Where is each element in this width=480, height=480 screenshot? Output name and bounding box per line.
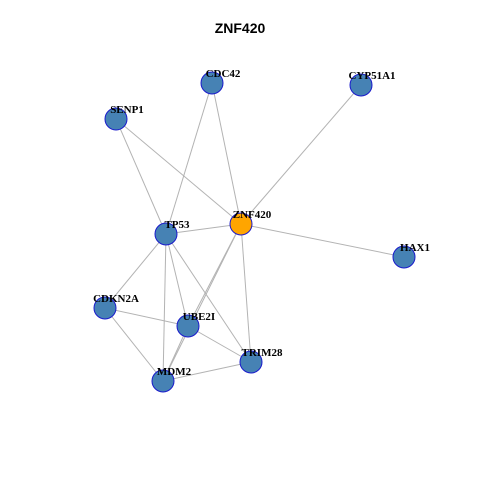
node-label-cdc42: CDC42 xyxy=(206,68,241,80)
edge-znf420-trim28 xyxy=(240,223,252,363)
node-label-mdm2: MDM2 xyxy=(157,366,192,378)
node-mdm2 xyxy=(151,369,175,393)
edge-senp1-tp53 xyxy=(115,118,167,235)
node-cdkn2a xyxy=(93,296,117,320)
node-label-ube2i: UBE2I xyxy=(183,311,215,323)
node-label-hax1: HAX1 xyxy=(400,242,430,254)
edge-cdkn2a-ube2i xyxy=(104,307,189,327)
edge-tp53-ube2i xyxy=(165,233,189,327)
edge-ube2i-trim28 xyxy=(187,325,252,363)
node-znf420 xyxy=(229,212,253,236)
node-label-tp53: TP53 xyxy=(164,219,190,231)
node-ube2i xyxy=(176,314,200,338)
node-senp1 xyxy=(104,107,128,131)
node-cyp51a1 xyxy=(349,73,373,97)
edge-cdc42-tp53 xyxy=(165,82,213,235)
edge-cdkn2a-mdm2 xyxy=(104,307,164,382)
edge-layer xyxy=(104,82,405,382)
node-label-senp1: SENP1 xyxy=(110,104,144,116)
figure-title: ZNF420 xyxy=(214,20,266,36)
node-cdc42 xyxy=(200,71,224,95)
edge-tp53-trim28 xyxy=(165,233,252,363)
edge-senp1-znf420 xyxy=(115,118,242,225)
node-tp53 xyxy=(154,222,178,246)
node-label-cdkn2a: CDKN2A xyxy=(93,293,139,305)
node-layer xyxy=(93,71,416,393)
edge-tp53-cdkn2a xyxy=(104,233,167,309)
edge-znf420-mdm2 xyxy=(162,223,242,382)
edge-znf420-hax1 xyxy=(240,223,405,258)
edge-cyp51a1-znf420 xyxy=(240,84,362,225)
node-trim28 xyxy=(239,350,263,374)
node-label-znf420: ZNF420 xyxy=(233,209,272,221)
edge-znf420-tp53 xyxy=(165,223,242,235)
node-label-cyp51a1: CYP51A1 xyxy=(348,70,395,82)
edge-mdm2-trim28 xyxy=(162,361,252,382)
node-hax1 xyxy=(392,245,416,269)
edge-cdc42-znf420 xyxy=(211,82,242,225)
edge-tp53-mdm2 xyxy=(162,233,167,382)
node-label-trim28: TRIM28 xyxy=(242,347,283,359)
